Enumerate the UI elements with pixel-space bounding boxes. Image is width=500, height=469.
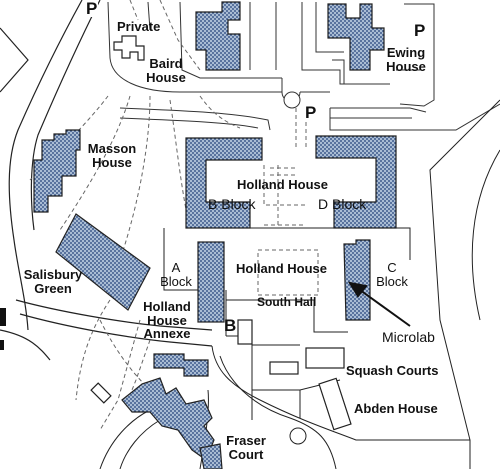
label-masson-house: Masson House	[87, 141, 137, 170]
label-salisbury-green: Salisbury Green	[23, 267, 83, 296]
label-baird-house: Baird House	[146, 56, 186, 85]
lower-roads	[99, 227, 470, 469]
private-building	[113, 35, 145, 61]
bus-stop-icon: B	[224, 316, 237, 335]
microlab-arrow	[347, 281, 411, 327]
label-holland-house-annexe: Holland House Annexe	[143, 299, 191, 342]
label-fraser-court: Fraser Court	[226, 433, 266, 462]
parking-icon-top-left: P	[85, 0, 99, 18]
label-a-block: A Block	[160, 260, 192, 289]
label-abden-house: Abden House	[354, 401, 438, 416]
label-d-block: D Block	[318, 196, 367, 212]
label-squash-courts: Squash Courts	[346, 363, 439, 378]
entrance-marker	[0, 308, 6, 326]
label-microlab: Microlab	[382, 329, 435, 345]
parking-icon-ewing: P	[413, 21, 427, 40]
label-b-block: B Block	[208, 196, 256, 212]
label-ewing-house: Ewing House	[386, 45, 426, 74]
label-holland-house-top: Holland House	[237, 177, 329, 192]
outlined-buildings	[90, 319, 352, 431]
label-private: Private	[117, 19, 161, 34]
roundabout	[283, 91, 301, 109]
east-boundary	[429, 99, 500, 469]
parking-icon-centre: P	[304, 103, 318, 122]
entrance-marker-2	[0, 340, 4, 350]
main-road	[0, 0, 213, 361]
label-c-block: C Block	[376, 260, 408, 289]
lower-roundabout	[289, 427, 307, 445]
buildings	[33, 1, 397, 469]
label-holland-house-mid: Holland House	[236, 261, 328, 276]
label-south-hall: South Hall	[257, 295, 317, 309]
